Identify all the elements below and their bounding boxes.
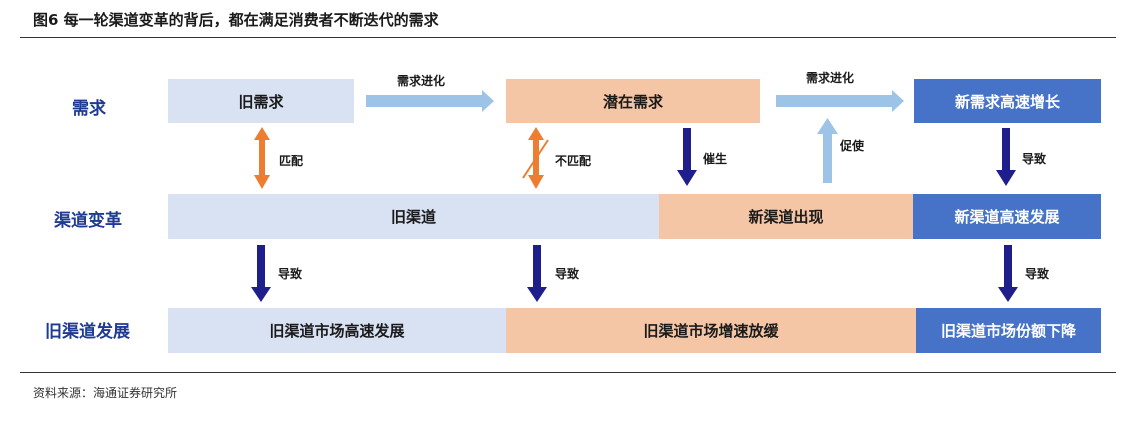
- box-latent-demand: 潜在需求: [506, 79, 760, 123]
- label-promote: 促使: [840, 139, 865, 153]
- source-note: 资料来源：海通证券研究所: [33, 386, 178, 400]
- label-evolve-2: 需求进化: [806, 71, 855, 85]
- spawn-arrow: [677, 128, 697, 186]
- label-lead-new: 导致: [1022, 152, 1047, 166]
- lead-arrow-1: [251, 245, 271, 302]
- promote-arrow: [817, 118, 838, 183]
- box-old-market-slow: 旧渠道市场增速放缓: [506, 308, 916, 353]
- label-lead-3: 导致: [1025, 267, 1050, 281]
- row-label-old-dev: 旧渠道发展: [45, 322, 130, 342]
- box-new-demand: 新需求高速增长: [914, 79, 1101, 123]
- match-arrow: [254, 127, 270, 189]
- label-mismatch: 不匹配: [555, 154, 592, 168]
- lead-arrow-new-demand: [996, 128, 1016, 186]
- row-label-demand: 需求: [72, 99, 106, 119]
- box-old-market-fast: 旧渠道市场高速发展: [168, 308, 506, 353]
- evolve-arrow-1: [366, 90, 494, 112]
- box-new-channel-emerge: 新渠道出现: [659, 194, 913, 239]
- box-old-market-share-down: 旧渠道市场份额下降: [916, 308, 1101, 353]
- mismatch-arrow: [522, 127, 549, 189]
- label-match: 匹配: [279, 154, 304, 168]
- top-rule: [20, 37, 1116, 38]
- box-new-channel-fast: 新渠道高速发展: [913, 194, 1101, 239]
- evolve-arrow-2: [776, 90, 904, 112]
- label-evolve-1: 需求进化: [397, 74, 446, 88]
- lead-arrow-3: [998, 245, 1018, 302]
- row-label-reform: 渠道变革: [54, 211, 122, 231]
- label-lead-2: 导致: [555, 267, 580, 281]
- lead-arrow-2: [527, 245, 547, 302]
- label-spawn: 催生: [703, 152, 728, 166]
- box-old-channel: 旧渠道: [168, 194, 659, 239]
- figure-title: 图6 每一轮渠道变革的背后，都在满足消费者不断迭代的需求: [33, 11, 439, 29]
- bottom-rule: [20, 372, 1116, 373]
- box-old-demand: 旧需求: [168, 79, 354, 123]
- label-lead-1: 导致: [278, 267, 303, 281]
